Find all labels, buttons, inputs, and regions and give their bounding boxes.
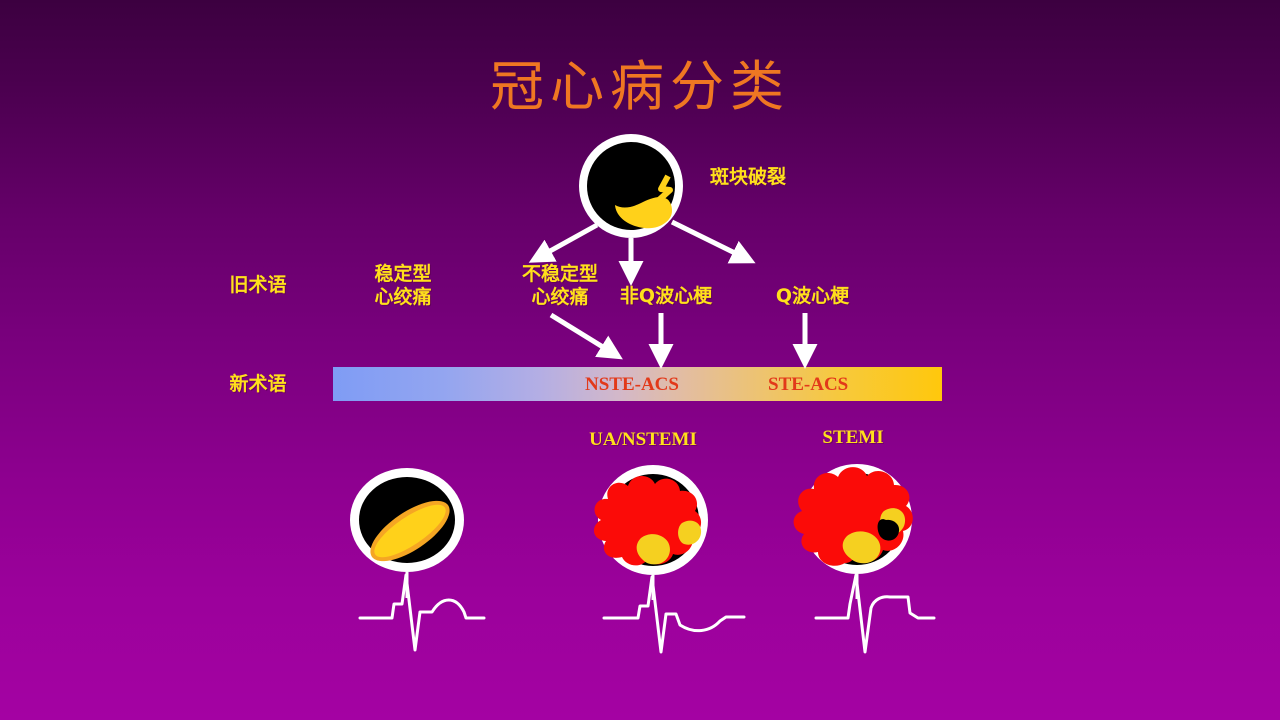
- vessel-total-occlusion: [793, 464, 936, 654]
- thrombus-shape: [593, 475, 702, 566]
- term-unstable-angina: 不稳定型 心绞痛: [521, 263, 598, 308]
- spectrum-label-ste-acs: STE-ACS: [768, 374, 849, 395]
- term-stable-angina: 稳定型 心绞痛: [374, 263, 432, 308]
- diagnosis-ua-nstemi: UA/NSTEMI: [589, 429, 697, 450]
- thrombus-shape: [793, 467, 913, 566]
- diagnosis-stemi: STEMI: [822, 427, 884, 448]
- term-non-q-wave-mi: 非Q波心梗: [619, 285, 713, 307]
- ecg-trace-st-elevation: [814, 573, 936, 654]
- term-q-wave-mi: Q波心梗: [775, 285, 850, 307]
- vessel-partial-thrombus: [593, 465, 746, 654]
- vessel-stable-plaque: [350, 468, 486, 652]
- page-title: 冠心病分类: [490, 57, 790, 117]
- row-label-new-terminology: 新术语: [229, 373, 287, 395]
- row-label-old-terminology: 旧术语: [229, 274, 287, 296]
- arrow-rupture-to-q-mi: [670, 219, 756, 264]
- plaque-fissure: [651, 174, 673, 210]
- arrow-unstable-angina-to-bar: [549, 312, 623, 360]
- vessel-plaque-rupture: [579, 134, 683, 238]
- ecg-trace-st-depression: [602, 575, 746, 654]
- callout-plaque-rupture: 斑块破裂: [710, 166, 787, 188]
- arrow-rupture-to-unstable-angina: [528, 222, 599, 263]
- plaque-shape: [615, 197, 672, 229]
- ecg-trace-normal: [358, 573, 486, 652]
- spectrum-label-nste-acs: NSTE-ACS: [585, 374, 679, 395]
- acs-spectrum-bar: [333, 367, 942, 401]
